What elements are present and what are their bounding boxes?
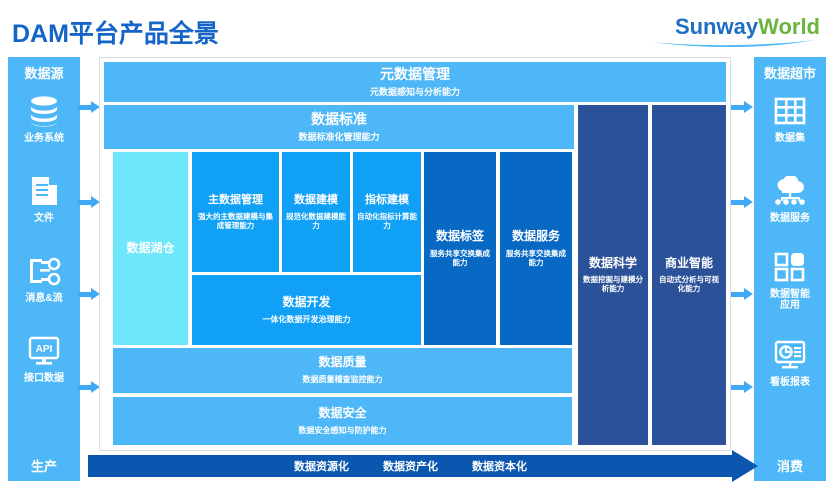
cloud-service-icon bbox=[754, 171, 826, 211]
capability-metadata-management[interactable]: 元数据管理 元数据感知与分析能力 bbox=[104, 62, 726, 102]
card-title: 数据安全 bbox=[318, 405, 367, 420]
capability-data-development[interactable]: 数据开发 一体化数据开发治理能力 bbox=[192, 275, 421, 345]
card-subtitle: 服务共享交换集成能力 bbox=[506, 248, 566, 267]
database-icon bbox=[8, 91, 80, 131]
flow-stage-label: 数据资产化 bbox=[383, 461, 438, 473]
platform-capability-frame: 元数据管理 元数据感知与分析能力 数据标准 数据标准化管理能力 数据湖仓 主数据… bbox=[99, 57, 731, 451]
flow-arrow-right-icon bbox=[731, 101, 753, 113]
capability-data-science[interactable]: 数据科学 数据挖掘与建模分析能力 bbox=[578, 105, 648, 445]
supermarket-item-label: 数据智能 应用 bbox=[770, 289, 810, 311]
flow-arrow-right-icon bbox=[78, 381, 100, 393]
card-subtitle: 数据挖掘与建模分析能力 bbox=[583, 275, 643, 294]
supermarket-item-dashboard-report[interactable]: 看板报表 bbox=[754, 335, 826, 388]
supermarket-item-intelligent-app[interactable]: 数据智能 应用 bbox=[754, 247, 826, 311]
flow-arrow-head-icon bbox=[732, 450, 758, 482]
card-title: 商业智能 bbox=[664, 255, 713, 270]
capability-data-lakehouse[interactable]: 数据湖仓 bbox=[113, 152, 188, 345]
source-item-api-data[interactable]: API 接口数据 bbox=[8, 331, 80, 384]
flow-arrow-shaft bbox=[88, 455, 733, 477]
card-title: 元数据管理 bbox=[380, 66, 450, 83]
capability-data-service[interactable]: 数据服务 服务共享交换集成能力 bbox=[500, 152, 572, 345]
capability-metric-modeling[interactable]: 指标建模 自动化指标计算能力 bbox=[353, 152, 421, 272]
card-title: 主数据管理 bbox=[208, 194, 263, 207]
card-subtitle: 自动化指标计算能力 bbox=[357, 211, 417, 230]
source-item-label: 消息&流 bbox=[25, 293, 63, 304]
logo-primary-text: Sunway bbox=[674, 14, 759, 39]
data-source-panel-footer: 生产 bbox=[30, 459, 57, 474]
flow-arrow-right-icon bbox=[731, 288, 753, 300]
flow-arrow-right-icon bbox=[731, 381, 753, 393]
flow-stage-label: 数据资本化 bbox=[472, 461, 527, 473]
source-item-label: 业务系统 bbox=[24, 133, 64, 144]
page-title: DAM平台产品全景 bbox=[12, 20, 219, 48]
logo-swoosh-icon bbox=[652, 40, 816, 48]
card-subtitle: 自动式分析与可视化能力 bbox=[659, 275, 719, 294]
card-subtitle: 服务共享交换集成能力 bbox=[430, 248, 490, 267]
capability-data-standard[interactable]: 数据标准 数据标准化管理能力 bbox=[104, 105, 574, 149]
flow-arrow-right-icon bbox=[78, 196, 100, 208]
flow-arrow-right-icon bbox=[731, 196, 753, 208]
capability-data-label[interactable]: 数据标签 服务共享交换集成能力 bbox=[424, 152, 496, 345]
supermarket-item-data-service[interactable]: 数据服务 bbox=[754, 171, 826, 224]
supermarket-item-dataset[interactable]: 数据集 bbox=[754, 91, 826, 144]
flow-arrow-right-icon bbox=[78, 101, 100, 113]
card-title: 数据湖仓 bbox=[126, 240, 175, 255]
message-stream-icon bbox=[8, 251, 80, 291]
capability-master-data-management[interactable]: 主数据管理 强大的主数据建模与集成管理能力 bbox=[192, 152, 279, 272]
data-supermarket-panel: 数据超市 数据集 bbox=[754, 57, 826, 481]
logo-secondary-text: World bbox=[758, 14, 820, 39]
source-item-business-system[interactable]: 业务系统 bbox=[8, 91, 80, 144]
document-icon bbox=[8, 171, 80, 211]
card-subtitle: 规范化数据建模能力 bbox=[286, 211, 346, 230]
source-item-message-stream[interactable]: 消息&流 bbox=[8, 251, 80, 304]
value-chain-flow-arrow: 数据资源化 数据资产化 数据资本化 bbox=[88, 450, 758, 482]
card-subtitle: 数据质量稽查监控能力 bbox=[302, 375, 383, 385]
grid-table-icon bbox=[754, 91, 826, 131]
data-source-panel: 数据源 业务系统 bbox=[8, 57, 80, 481]
source-item-label: 接口数据 bbox=[24, 373, 64, 384]
data-supermarket-panel-title: 数据超市 bbox=[763, 66, 816, 81]
card-title: 数据科学 bbox=[588, 255, 637, 270]
card-title: 数据标签 bbox=[435, 229, 484, 244]
card-subtitle: 元数据感知与分析能力 bbox=[369, 87, 460, 98]
card-subtitle: 数据安全感知与防护能力 bbox=[298, 425, 387, 435]
dashboard-report-icon bbox=[754, 335, 826, 375]
source-item-file[interactable]: 文件 bbox=[8, 171, 80, 224]
supermarket-item-label: 数据服务 bbox=[770, 213, 810, 224]
data-source-panel-title: 数据源 bbox=[24, 66, 64, 81]
card-title: 数据标准 bbox=[311, 111, 367, 128]
data-supermarket-panel-footer: 消费 bbox=[776, 459, 803, 474]
source-item-label: 文件 bbox=[34, 213, 54, 224]
flow-stage-label: 数据资源化 bbox=[294, 461, 349, 473]
card-subtitle: 强大的主数据建模与集成管理能力 bbox=[198, 211, 273, 230]
card-title: 指标建模 bbox=[365, 194, 409, 207]
supermarket-item-label: 数据集 bbox=[775, 133, 805, 144]
capability-data-quality[interactable]: 数据质量 数据质量稽查监控能力 bbox=[113, 348, 572, 393]
capability-data-modeling[interactable]: 数据建模 规范化数据建模能力 bbox=[282, 152, 350, 272]
card-subtitle: 数据标准化管理能力 bbox=[298, 132, 380, 143]
api-monitor-icon: API bbox=[8, 331, 80, 371]
supermarket-item-label: 看板报表 bbox=[770, 377, 810, 388]
card-title: 数据建模 bbox=[294, 194, 338, 207]
logo-wordmark: SunwayWorld bbox=[675, 14, 820, 40]
capability-data-security[interactable]: 数据安全 数据安全感知与防护能力 bbox=[113, 397, 572, 445]
card-title: 数据质量 bbox=[318, 355, 367, 370]
svg-text:API: API bbox=[36, 344, 53, 355]
sunwayworld-logo: SunwayWorld bbox=[644, 14, 820, 48]
card-title: 数据开发 bbox=[282, 294, 331, 309]
flow-stage-labels: 数据资源化 数据资产化 数据资本化 bbox=[88, 455, 733, 477]
app-squares-icon bbox=[754, 247, 826, 287]
capability-business-intelligence[interactable]: 商业智能 自动式分析与可视化能力 bbox=[652, 105, 726, 445]
card-title: 数据服务 bbox=[511, 229, 560, 244]
card-subtitle: 一体化数据开发治理能力 bbox=[262, 314, 351, 324]
flow-arrow-right-icon bbox=[78, 288, 100, 300]
